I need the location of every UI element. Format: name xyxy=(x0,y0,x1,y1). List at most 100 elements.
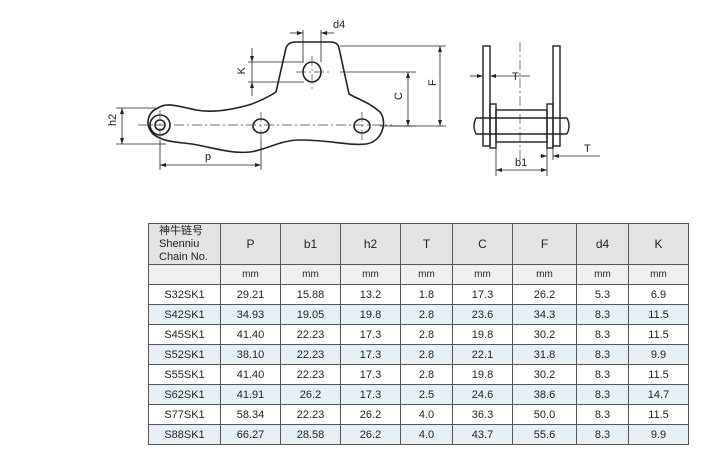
value-cell: 26.2 xyxy=(340,404,401,425)
front-arrowheads xyxy=(477,74,559,172)
value-cell: 8.3 xyxy=(576,304,629,325)
units-row: mm mm mm mm mm mm mm mm xyxy=(148,264,689,285)
value-cell: 29.21 xyxy=(220,284,281,305)
dimension-lines xyxy=(116,30,446,170)
value-cell: 43.7 xyxy=(452,424,513,445)
value-cell: 14.7 xyxy=(628,384,689,405)
value-cell: 2.8 xyxy=(400,304,453,325)
label-h2: h2 xyxy=(107,114,119,126)
value-cell: 8.3 xyxy=(576,324,629,345)
col-header-b1: b1 xyxy=(280,223,341,265)
value-cell: 55.6 xyxy=(512,424,577,445)
value-cell: 8.3 xyxy=(576,384,629,405)
unit-cell: mm xyxy=(220,264,281,285)
label-f: F xyxy=(427,79,439,86)
chain-no-cell: S52SK1 xyxy=(148,344,221,365)
value-cell: 19.8 xyxy=(340,304,401,325)
value-cell: 17.3 xyxy=(340,364,401,385)
value-cell: 26.2 xyxy=(280,384,341,405)
value-cell: 8.3 xyxy=(576,404,629,425)
chain-no-header: 神牛链号 Shenniu Chain No. xyxy=(148,223,221,265)
col-header-c: C xyxy=(452,223,513,265)
value-cell: 26.2 xyxy=(512,284,577,305)
value-cell: 2.5 xyxy=(400,384,453,405)
chain-no-cell: S62SK1 xyxy=(148,384,221,405)
value-cell: 31.8 xyxy=(512,344,577,365)
col-header-p: P xyxy=(220,223,281,265)
inner-plate-right xyxy=(546,103,554,149)
value-cell: 41.40 xyxy=(220,324,281,345)
value-cell: 4.0 xyxy=(400,424,453,445)
value-cell: 22.23 xyxy=(280,324,341,345)
inner-plate-left xyxy=(489,103,497,149)
value-cell: 66.27 xyxy=(220,424,281,445)
label-b1: b1 xyxy=(515,157,527,169)
value-cell: 38.6 xyxy=(512,384,577,405)
chain-no-cell: S42SK1 xyxy=(148,304,221,325)
value-cell: 28.58 xyxy=(280,424,341,445)
value-cell: 30.2 xyxy=(512,364,577,385)
value-cell: 4.0 xyxy=(400,404,453,425)
value-cell: 5.3 xyxy=(576,284,629,305)
unit-cell: mm xyxy=(512,264,577,285)
left-plate xyxy=(482,45,491,147)
col-header-t: T xyxy=(400,223,453,265)
value-cell: 11.5 xyxy=(628,324,689,345)
chain-no-header-brand: Shenniu xyxy=(159,237,200,250)
spec-table-body: 神牛链号 Shenniu Chain No. P b1 h2 T C F d4 … xyxy=(148,223,689,445)
units-blank xyxy=(148,264,221,285)
chain-spec-table: 神牛链号 Shenniu Chain No. P b1 h2 T C F d4 … xyxy=(148,223,689,445)
chain-no-header-en: Chain No. xyxy=(159,250,208,263)
value-cell: 17.3 xyxy=(340,324,401,345)
col-header-h2: h2 xyxy=(340,223,401,265)
value-cell: 36.3 xyxy=(452,404,513,425)
value-cell: 19.05 xyxy=(280,304,341,325)
value-cell: 17.3 xyxy=(340,384,401,405)
value-cell: 11.5 xyxy=(628,404,689,425)
value-cell: 9.9 xyxy=(628,424,689,445)
unit-cell: mm xyxy=(628,264,689,285)
value-cell: 41.91 xyxy=(220,384,281,405)
label-p: p xyxy=(205,151,211,163)
chain-no-header-cn: 神牛链号 xyxy=(159,224,203,237)
value-cell: 23.6 xyxy=(452,304,513,325)
unit-cell: mm xyxy=(400,264,453,285)
header-row: 神牛链号 Shenniu Chain No. P b1 h2 T C F d4 … xyxy=(148,223,689,265)
unit-cell: mm xyxy=(452,264,513,285)
value-cell: 8.3 xyxy=(576,344,629,365)
value-cell: 34.3 xyxy=(512,304,577,325)
value-cell: 6.9 xyxy=(628,284,689,305)
col-header-k: K xyxy=(628,223,689,265)
value-cell: 11.5 xyxy=(628,364,689,385)
value-cell: 2.8 xyxy=(400,364,453,385)
value-cell: 38.10 xyxy=(220,344,281,365)
value-cell: 8.3 xyxy=(576,424,629,445)
value-cell: 34.93 xyxy=(220,304,281,325)
right-plate xyxy=(552,45,561,147)
value-cell: 17.3 xyxy=(340,344,401,365)
unit-cell: mm xyxy=(280,264,341,285)
chain-no-cell: S77SK1 xyxy=(148,404,221,425)
unit-cell: mm xyxy=(576,264,629,285)
col-header-f: F xyxy=(512,223,577,265)
value-cell: 24.6 xyxy=(452,384,513,405)
chain-no-cell: S32SK1 xyxy=(148,284,221,305)
unit-cell: mm xyxy=(340,264,401,285)
value-cell: 22.23 xyxy=(280,364,341,385)
arrowheads xyxy=(120,31,442,167)
col-header-d4: d4 xyxy=(576,223,629,265)
value-cell: 50.0 xyxy=(512,404,577,425)
chain-no-cell: S88SK1 xyxy=(148,424,221,445)
centerlines xyxy=(138,42,521,160)
value-cell: 2.8 xyxy=(400,324,453,345)
value-cell: 15.88 xyxy=(280,284,341,305)
value-cell: 58.34 xyxy=(220,404,281,425)
label-t-top: T xyxy=(512,71,519,83)
